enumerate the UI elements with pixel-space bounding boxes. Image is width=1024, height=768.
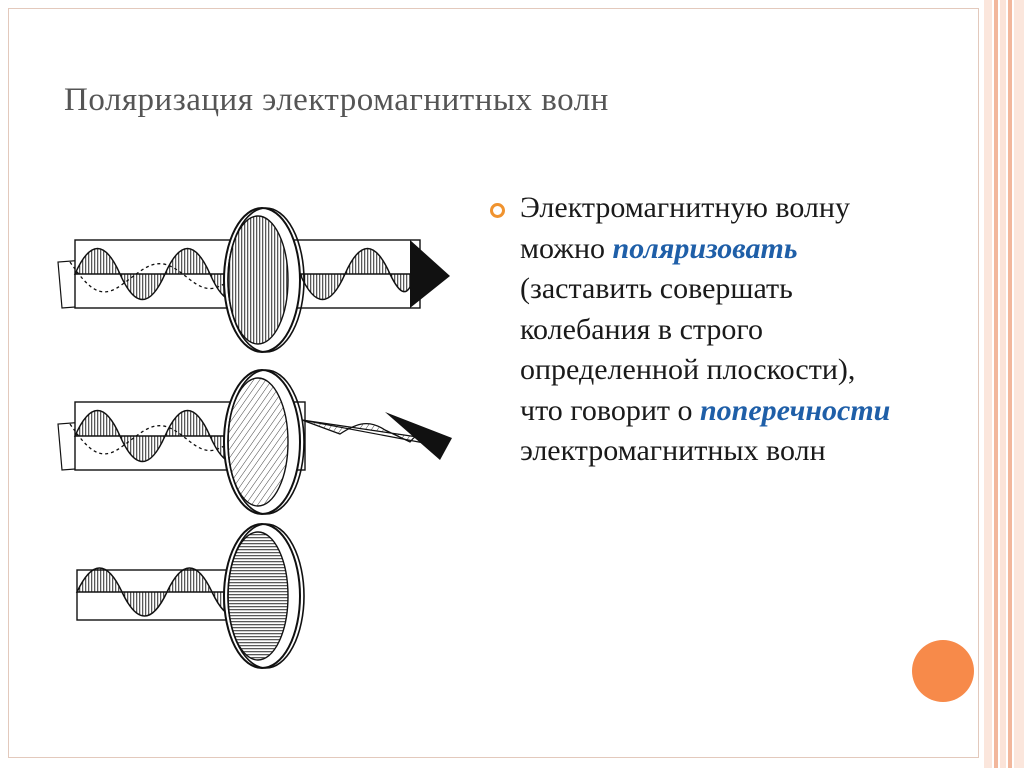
text-run: электромагнитных волн <box>520 434 826 467</box>
arrow-head <box>410 240 450 308</box>
figure-tilted-polarizer <box>57 369 452 515</box>
figure-vertical-polarizer <box>57 207 450 353</box>
arrow-head <box>385 412 452 460</box>
accent-circle <box>912 640 974 702</box>
bullet-text: Электромагнитную волну можно поляризоват… <box>520 188 900 472</box>
slide-frame <box>8 8 979 758</box>
figure-crossed-polarizer <box>75 523 305 669</box>
polarization-diagram <box>57 207 452 669</box>
emphasis-polarize: поляризовать <box>612 231 798 265</box>
ring-bullet-icon <box>490 203 505 218</box>
text-run: (заставить совершать колебания в строго … <box>520 272 856 427</box>
text-run: Электромагнитную волну можно <box>520 191 850 265</box>
emphasis-transverse: поперечности <box>700 393 891 427</box>
slide-title: Поляризация электромагнитных волн <box>64 82 609 118</box>
decorative-stripes <box>984 0 1024 768</box>
wave-transmitted <box>298 247 416 301</box>
